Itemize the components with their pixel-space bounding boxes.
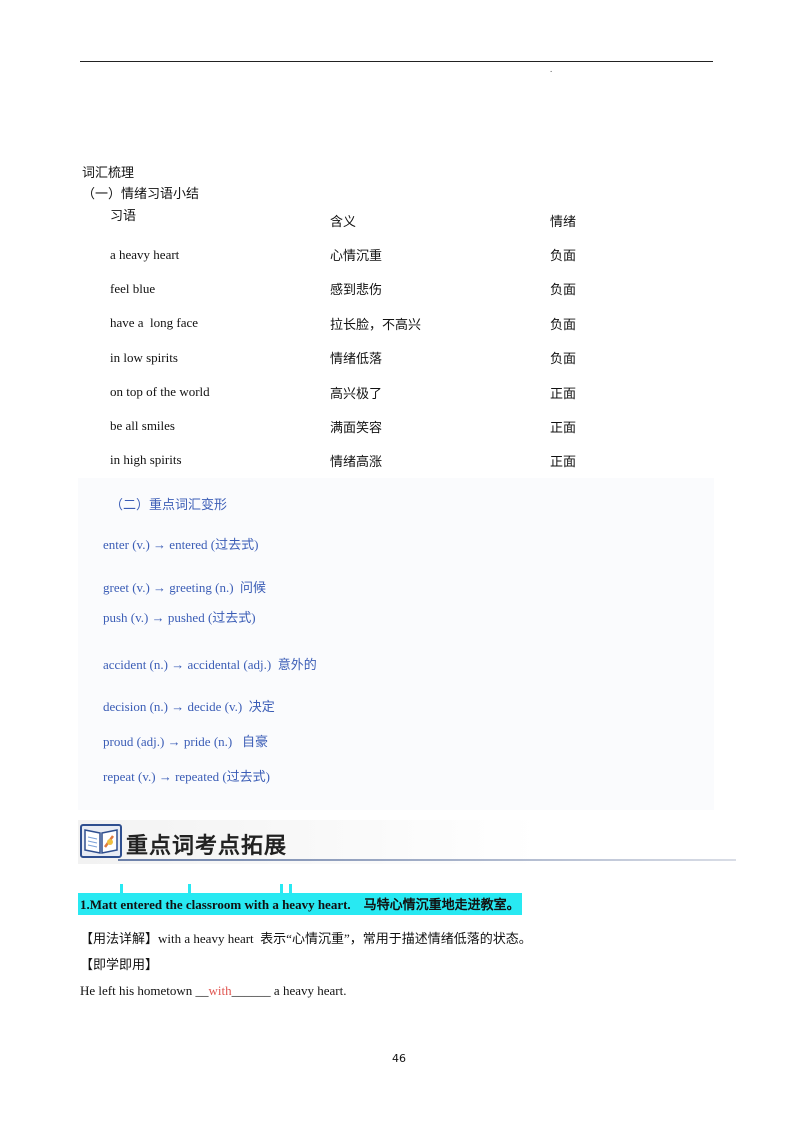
highlight-mark bbox=[120, 884, 123, 894]
table-header-emotion: 情绪 bbox=[550, 214, 577, 229]
banner-underline bbox=[118, 859, 736, 861]
emotion-cell: 负面 bbox=[550, 317, 577, 332]
meaning-cell: 满面笑容 bbox=[330, 420, 383, 435]
emotion-cell: 正面 bbox=[550, 386, 577, 401]
word-form-item: proud (adj.) → pride (n.) 自豪 bbox=[103, 734, 268, 749]
idiom-cell: a heavy heart bbox=[110, 247, 180, 262]
example-sentence: 1.Matt entered the classroom with a heav… bbox=[78, 893, 522, 915]
emotion-cell: 正面 bbox=[550, 454, 577, 469]
banner-title: 重点词考点拓展 bbox=[126, 834, 288, 859]
idiom-cell: on top of the world bbox=[110, 384, 210, 399]
emotion-cell: 负面 bbox=[550, 351, 577, 366]
page-number: 46 bbox=[392, 1052, 406, 1065]
idiom-cell: have a long face bbox=[110, 315, 199, 330]
emotion-cell: 负面 bbox=[550, 248, 577, 263]
word-form-item: decision (n.) → decide (v.) 决定 bbox=[103, 699, 275, 714]
table-header-idiom: 习语 bbox=[110, 208, 137, 223]
meaning-cell: 高兴极了 bbox=[330, 386, 383, 401]
word-form-item: accident (n.) → accidental (adj.) 意外的 bbox=[103, 657, 317, 672]
word-form-item: push (v.) → pushed (过去式) bbox=[103, 610, 256, 625]
word-form-item: enter (v.) → entered (过去式) bbox=[103, 537, 259, 552]
header-rule bbox=[80, 61, 713, 62]
exercise-sentence: He left his hometown __with______ a heav… bbox=[80, 983, 346, 999]
meaning-cell: 情绪低落 bbox=[330, 351, 383, 366]
practice-label: 【即学即用】 bbox=[80, 957, 159, 972]
exercise-after: ______ a heavy heart. bbox=[231, 983, 347, 998]
word-form-item: greet (v.) → greeting (n.) 问候 bbox=[103, 580, 267, 595]
header-dot: . bbox=[550, 64, 553, 74]
meaning-cell: 感到悲伤 bbox=[330, 282, 383, 297]
word-forms-box bbox=[78, 478, 714, 810]
idiom-cell: be all smiles bbox=[110, 418, 175, 433]
usage-label: 【用法详解】 bbox=[80, 931, 159, 946]
usage-line: 【用法详解】with a heavy heart 表示“心情沉重”，常用于描述情… bbox=[80, 928, 532, 947]
exercise-answer: with bbox=[208, 983, 232, 998]
section-banner: 重点词考点拓展 bbox=[78, 820, 736, 864]
emotion-cell: 负面 bbox=[550, 282, 577, 297]
highlight-mark bbox=[289, 884, 292, 894]
book-icon bbox=[80, 824, 122, 858]
emotion-cell: 正面 bbox=[550, 420, 577, 435]
meaning-cell: 情绪高涨 bbox=[330, 454, 383, 469]
exercise-before: He left his hometown __ bbox=[80, 983, 209, 998]
word-forms-title: （二）重点词汇变形 bbox=[110, 497, 228, 512]
idiom-cell: feel blue bbox=[110, 281, 156, 296]
meaning-cell: 心情沉重 bbox=[330, 248, 383, 263]
highlight-mark bbox=[188, 884, 191, 894]
word-form-item: repeat (v.) → repeated (过去式) bbox=[103, 769, 270, 784]
section-subtitle: （一）情绪习语小结 bbox=[82, 186, 200, 201]
section-title: 词汇梳理 bbox=[82, 165, 135, 180]
table-header-meaning: 含义 bbox=[330, 214, 357, 229]
usage-text: with a heavy heart 表示“心情沉重”，常用于描述情绪低落的状态… bbox=[158, 931, 532, 946]
idiom-cell: in low spirits bbox=[110, 350, 178, 365]
highlight-mark bbox=[280, 884, 283, 894]
banner-background bbox=[78, 820, 736, 864]
idiom-cell: in high spirits bbox=[110, 452, 182, 467]
meaning-cell: 拉长脸，不高兴 bbox=[330, 317, 422, 332]
